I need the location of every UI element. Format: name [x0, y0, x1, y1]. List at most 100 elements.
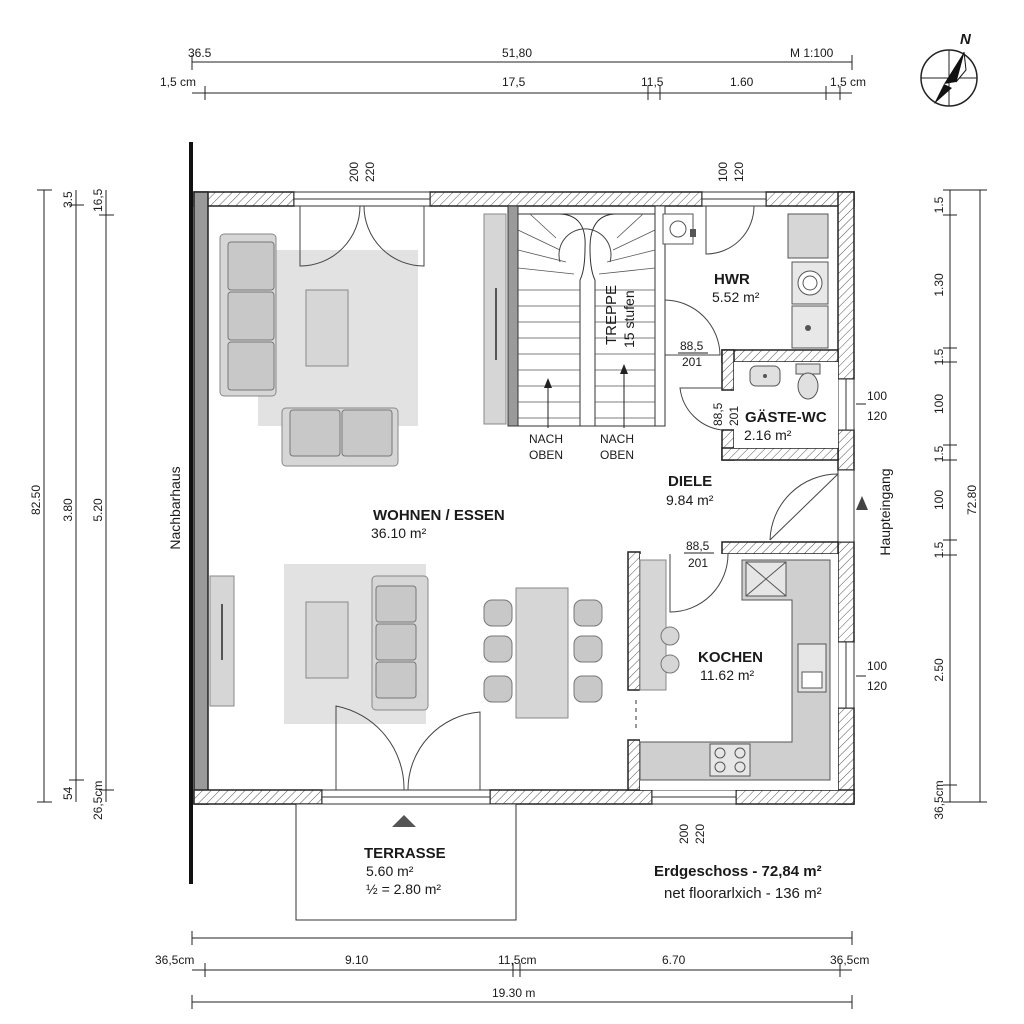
scale-label: M 1:100 — [790, 46, 834, 60]
main-entrance-label: Haupteingang — [877, 468, 893, 555]
dim-top-1-5-left: 1,5 cm — [160, 75, 196, 89]
kitchen-counter — [639, 559, 831, 781]
dim-right-1-5-c: 1.5 — [932, 445, 946, 462]
dining-chair — [573, 635, 603, 663]
door-hwr-w1: 88,5 — [680, 339, 704, 353]
dim-top-1-5-right: 1,5 cm — [830, 75, 866, 89]
bar-stool — [660, 626, 680, 646]
door-hwr-w2: 201 — [682, 355, 702, 369]
window-kitchen-bottom: 200 220 — [651, 789, 737, 844]
window-kitchen-bottom-w1: 200 — [677, 824, 691, 844]
dim-bottom-11-5: 11,5cm — [498, 953, 536, 967]
dim-left-3-80: 3.80 — [61, 498, 75, 522]
dim-right-1-5-d: 1.5 — [932, 541, 946, 558]
dim-bottom-9-10: 9.10 — [345, 953, 369, 967]
coffee-table-lower — [305, 601, 349, 679]
room-wohnen: WOHNEN / ESSEN 36.10 m² — [209, 205, 603, 805]
stair-right-up-2: OBEN — [600, 448, 634, 462]
dining-chair — [573, 599, 603, 627]
boiler-icon — [669, 220, 687, 238]
dim-left-54: 54 — [61, 786, 75, 800]
stair-left-up-2: OBEN — [529, 448, 563, 462]
dim-right-100-b: 100 — [932, 490, 946, 510]
dim-left-82-50: 82.50 — [29, 485, 43, 515]
door-wc-w1: 88,5 — [711, 402, 725, 426]
wohnen-name: WOHNEN / ESSEN — [373, 507, 505, 524]
toilet-icon — [797, 372, 819, 400]
stove-icon — [709, 743, 751, 777]
dim-top-11-5: 11,5 — [641, 75, 664, 89]
dim-right-2-50: 2.50 — [932, 658, 946, 682]
room-diele: DIELE 9.84 m² — [666, 473, 714, 508]
dim-right-72-80: 72.80 — [965, 485, 979, 515]
terrasse-name: TERRASSE — [364, 845, 446, 862]
windows: 200 220 100 120 100 120 100 120 200 — [293, 162, 887, 844]
wc-area: 2.16 m² — [744, 427, 792, 443]
bar-stool — [660, 654, 680, 674]
dim-right-1-30: 1.30 — [932, 273, 946, 297]
stair-right-up-1: NACH — [600, 432, 634, 446]
window-living-top: 200 220 — [293, 162, 431, 207]
right-dimensions: 1.5 1.30 1.5 100 1.5 100 1.5 2.50 36,5cm… — [932, 189, 987, 820]
dim-top-36-5: 36.5 — [188, 46, 212, 60]
dim-right-1-5-a: 1.5 — [932, 196, 946, 213]
window-kitchen-right-w1: 100 — [867, 659, 887, 673]
left-dimensions: 82.50 3.80 5.20 3.5 16,5 54 26,5cm — [29, 188, 114, 820]
window-wc-right-w1: 100 — [867, 389, 887, 403]
dim-bottom-36-5-right: 36,5cm — [830, 953, 869, 967]
dim-right-100-a: 100 — [932, 394, 946, 414]
dim-top-1-60: 1.60 — [730, 75, 754, 89]
dining-chair — [483, 599, 513, 627]
summary-line2: net floorarlxich - 136 m² — [664, 885, 822, 902]
neighbor-label: Nachbarhaus — [167, 466, 183, 549]
window-wc-right: 100 120 — [837, 378, 887, 431]
terrasse-half: ½ = 2.80 m² — [366, 881, 441, 897]
terrasse-area: 5.60 m² — [366, 863, 414, 879]
top-dimensions: 36.5 51,80 M 1:100 1,5 cm 17,5 11,5 1.60… — [160, 46, 866, 100]
dim-left-16-5: 16,5 — [91, 188, 105, 212]
dim-right-1-5-b: 1.5 — [932, 348, 946, 365]
dim-left-5-20: 5.20 — [91, 498, 105, 522]
stair-arrow-right-icon — [620, 364, 628, 428]
window-living-top-w1: 200 — [347, 162, 361, 182]
neighbor-wall: Nachbarhaus — [167, 142, 193, 884]
window-hwr-top: 100 120 — [701, 162, 767, 207]
room-kochen: 88,5 201 KOCHEN 11.62 m² — [635, 539, 838, 790]
dim-bottom-total: 19.30 m — [492, 986, 535, 1000]
door-kitchen-w2: 201 — [688, 556, 708, 570]
coffee-table-upper — [305, 289, 349, 367]
room-hwr: HWR 5.52 m² 88,5 201 — [662, 205, 829, 369]
hwr-area: 5.52 m² — [712, 289, 760, 305]
terrace: TERRASSE 5.60 m² ½ = 2.80 m² — [295, 803, 517, 921]
terrace-arrow-icon — [392, 815, 416, 827]
window-hwr-top-w2: 120 — [732, 162, 746, 182]
entrance-arrow-icon — [856, 496, 868, 510]
boiler-unit — [662, 213, 694, 245]
kochen-name: KOCHEN — [698, 649, 763, 666]
window-kitchen-right: 100 120 — [837, 641, 887, 709]
kitchen-island — [639, 559, 667, 691]
window-kitchen-bottom-w2: 220 — [693, 824, 707, 844]
dim-bottom-6-70: 6.70 — [662, 953, 686, 967]
room-wc: 88,5 201 GÄSTE-WC 2.16 m² — [679, 362, 838, 448]
bottom-dimensions: 36,5cm 9.10 11,5cm 6.70 36,5cm 19.30 m — [155, 931, 869, 1009]
stair-label: TREPPE — [603, 285, 620, 345]
stair-left-up-1: NACH — [529, 432, 563, 446]
window-wc-right-w2: 120 — [867, 409, 887, 423]
floor-summary: Erdgeschoss - 72,84 m² net floorarlxich … — [654, 863, 822, 902]
dining-chair — [573, 675, 603, 703]
dining-chair — [483, 675, 513, 703]
wc-name: GÄSTE-WC — [745, 409, 827, 426]
dim-top-17-5: 17,5 — [502, 75, 526, 89]
dining-chair — [483, 635, 513, 663]
staircase: TREPPE 15 stufen NACH OBEN NACH OBEN — [517, 213, 656, 462]
wohnen-area: 36.10 m² — [371, 525, 427, 541]
north-label: N — [960, 31, 972, 48]
dim-left-26-5: 26,5cm — [91, 781, 105, 820]
summary-line1: Erdgeschoss - 72,84 m² — [654, 863, 822, 880]
shelf-unit — [787, 213, 829, 259]
dim-left-3-5: 3.5 — [61, 191, 75, 208]
dining-table — [515, 587, 569, 719]
diele-name: DIELE — [668, 473, 712, 490]
exterior-walls — [193, 191, 855, 805]
